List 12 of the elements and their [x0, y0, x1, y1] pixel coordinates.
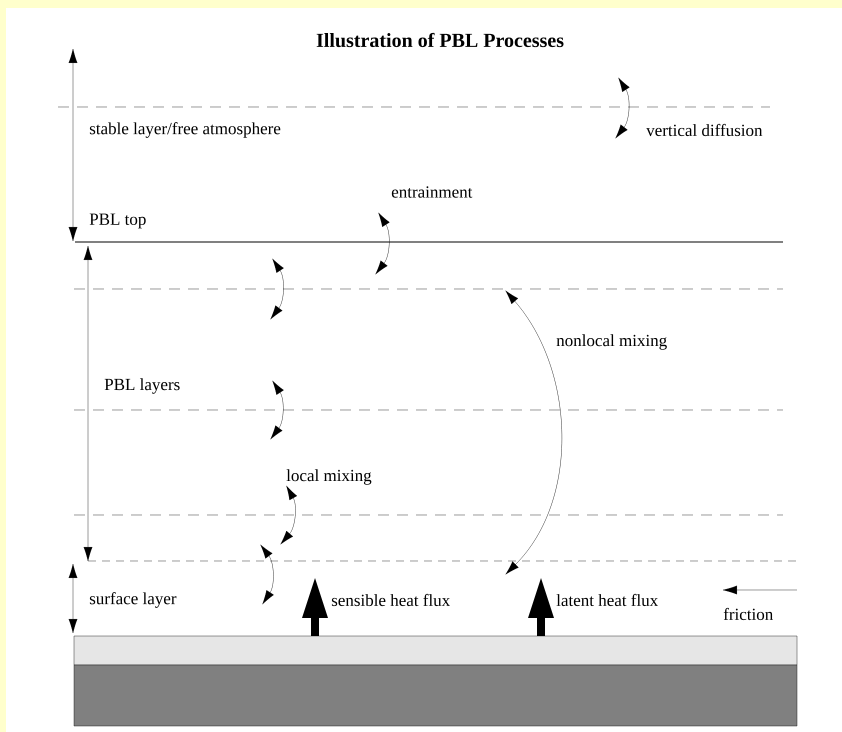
process-label: nonlocal mixing [556, 334, 667, 350]
process-label: latent heat flux [556, 594, 658, 606]
process-label: entrainment [392, 186, 472, 198]
layer-label: stable layer/free atmosphere [90, 122, 280, 138]
process-label: vertical diffusion [646, 124, 762, 136]
process-label: friction [724, 608, 773, 620]
layer-label: PBL layers [104, 378, 180, 394]
process-label: sensible heat flux [332, 594, 450, 606]
title: Illustration of PBL Processes [316, 32, 564, 48]
process-label: local mixing [286, 469, 372, 485]
layer-label: PBL top [90, 214, 146, 228]
layer-label: surface layer [90, 592, 176, 608]
